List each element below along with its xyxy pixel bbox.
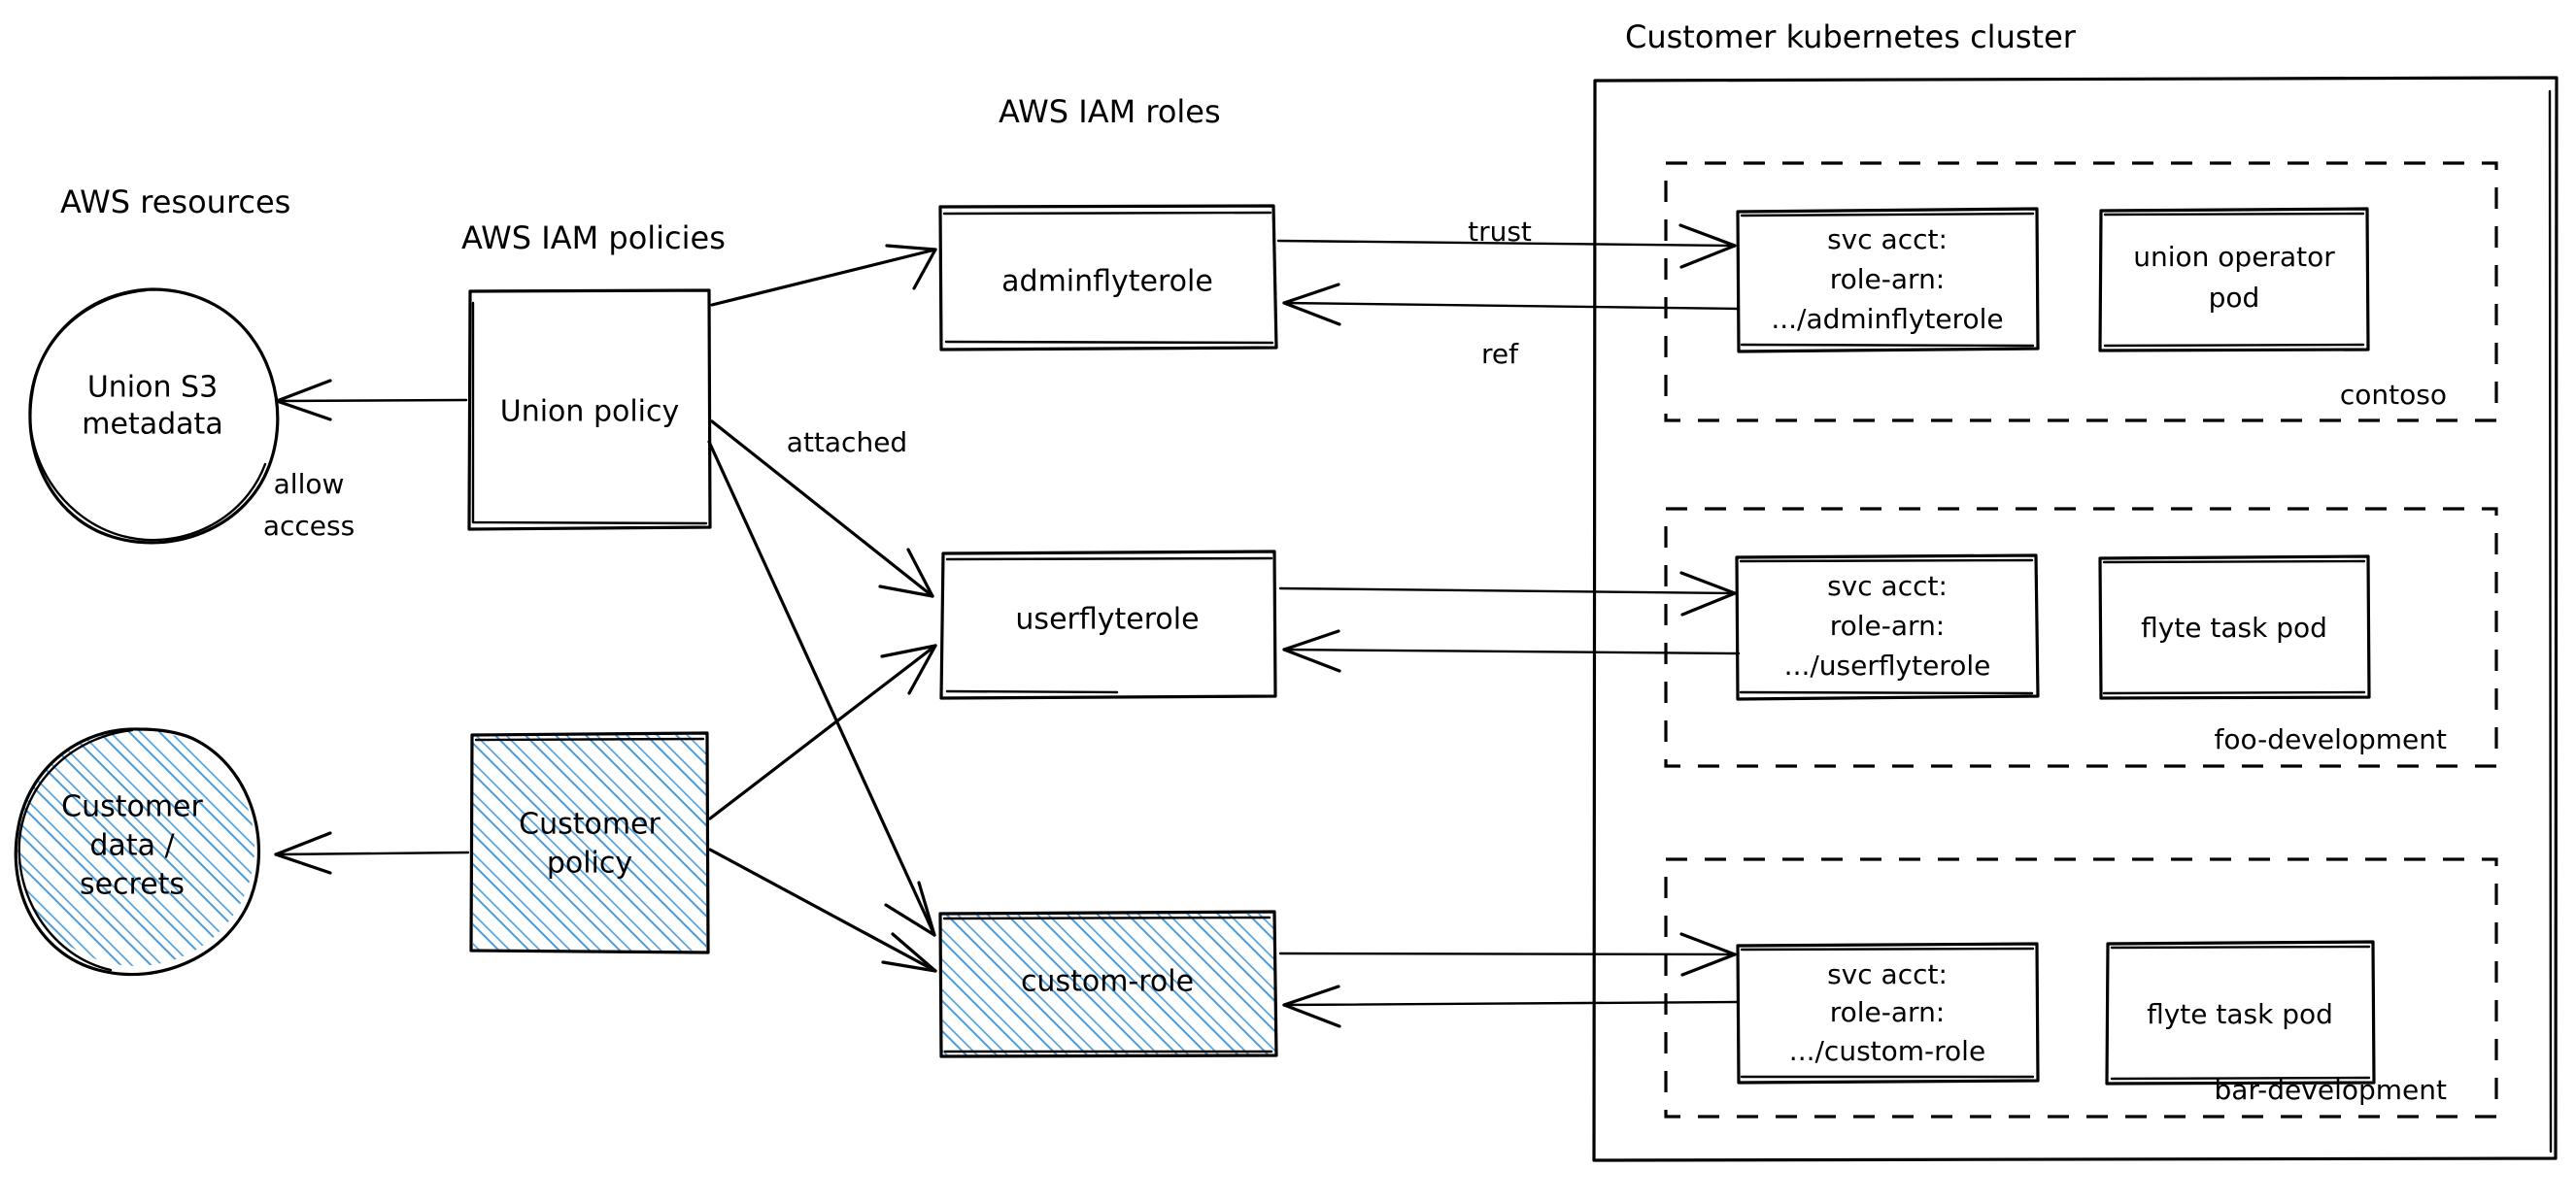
namespace-bar-development: svc acct: role-arn: .../custom-role flyt…	[1664, 857, 2498, 1119]
label-aws-resources: AWS resources	[60, 184, 290, 220]
userflyterole-label: userflyterole	[1015, 603, 1199, 637]
node-union-s3-metadata[interactable]: Union S3 metadata	[28, 287, 280, 545]
foo-svc-acct-line-1: svc acct:	[1827, 570, 1948, 602]
bar-development-svc-acct[interactable]: svc acct: role-arn: .../custom-role	[1736, 942, 2040, 1085]
edge-trust-custom-role	[1278, 932, 1737, 977]
adminflyterole-label: adminflyterole	[1001, 265, 1213, 299]
custom-role-hatch	[940, 914, 1275, 1055]
contoso-namespace-label: contoso	[2340, 379, 2447, 411]
edge-ref-userflyterole	[1282, 629, 1741, 673]
customer-data-line-2: data /	[89, 829, 175, 863]
bar-development-namespace-label: bar-development	[2215, 1074, 2447, 1106]
foo-svc-acct-line-2: role-arn:	[1830, 610, 1946, 642]
edge-trust-adminflyterole: trust	[1276, 216, 1737, 269]
bar-svc-acct-line-3: .../custom-role	[1789, 1035, 1985, 1067]
foo-svc-acct-line-3: .../userflyterole	[1784, 650, 1991, 682]
contoso-pod[interactable]: union operator pod	[2098, 207, 2370, 352]
cluster-boundary	[1592, 76, 2559, 1162]
label-attached: attached	[787, 426, 907, 458]
edge-customer-policy-to-custom-role	[708, 848, 937, 973]
edge-customer-policy-to-data	[274, 831, 470, 875]
bar-svc-acct-line-1: svc acct:	[1827, 958, 1948, 990]
bar-svc-acct-line-2: role-arn:	[1830, 996, 1946, 1028]
union-s3-line-1: Union S3	[87, 371, 218, 405]
namespace-contoso: svc acct: role-arn: .../adminflyterole u…	[1664, 161, 2498, 422]
node-customer-data-secrets[interactable]: Customer data / secrets	[14, 727, 261, 977]
customer-data-line-3: secrets	[80, 868, 185, 902]
contoso-svc-acct-line-3: .../adminflyterole	[1771, 303, 2003, 335]
label-customer-kubernetes-cluster: Customer kubernetes cluster	[1625, 18, 2077, 55]
customer-policy-line-2: policy	[547, 847, 632, 881]
node-role-custom-role[interactable]: custom-role	[938, 910, 1278, 1058]
customer-policy-line-1: Customer	[519, 808, 661, 842]
custom-role-label: custom-role	[1021, 965, 1194, 999]
foo-pod-line-1: flyte task pod	[2141, 612, 2327, 644]
bar-development-pod[interactable]: flyte task pod	[2105, 940, 2376, 1086]
bar-pod-line-1: flyte task pod	[2147, 998, 2333, 1030]
edge-union-policy-to-custom-role	[707, 440, 936, 937]
node-role-adminflyterole[interactable]: adminflyterole	[938, 204, 1278, 351]
union-policy-label: Union policy	[500, 395, 680, 429]
contoso-svc-acct-line-1: svc acct:	[1827, 223, 1948, 255]
node-union-policy[interactable]: Union policy	[467, 288, 712, 531]
edge-trust-userflyterole	[1278, 571, 1737, 617]
label-trust: trust	[1468, 216, 1532, 248]
edge-union-policy-to-userflyterole	[710, 419, 934, 598]
contoso-svc-acct[interactable]: svc acct: role-arn: .../adminflyterole	[1736, 207, 2040, 353]
label-aws-iam-policies: AWS IAM policies	[461, 219, 726, 256]
edge-ref-custom-role	[1282, 985, 1741, 1028]
allow-access-line-2: access	[263, 510, 355, 542]
customer-policy-hatch	[473, 735, 706, 951]
foo-development-svc-acct[interactable]: svc acct: role-arn: .../userflyterole	[1735, 553, 2040, 701]
edge-allow-access: allow access	[263, 379, 468, 542]
edge-ref-adminflyterole: ref	[1282, 283, 1741, 370]
contoso-svc-acct-line-2: role-arn:	[1830, 263, 1946, 295]
customer-data-line-1: Customer	[61, 790, 203, 824]
node-customer-policy[interactable]: Customer policy	[469, 731, 710, 954]
contoso-pod-line-1: union operator	[2133, 241, 2335, 273]
contoso-pod-line-2: pod	[2209, 282, 2260, 314]
foo-development-namespace-label: foo-development	[2215, 723, 2447, 755]
label-ref: ref	[1481, 338, 1519, 370]
label-aws-iam-roles: AWS IAM roles	[999, 93, 1221, 130]
edge-union-policy-to-adminflyterole	[710, 244, 937, 307]
union-s3-line-2: metadata	[82, 408, 222, 442]
namespace-foo-development: svc acct: role-arn: .../userflyterole fl…	[1664, 507, 2498, 768]
edge-customer-policy-to-userflyterole	[708, 644, 937, 820]
foo-development-pod[interactable]: flyte task pod	[2098, 554, 2371, 700]
customer-data-hatch	[17, 729, 254, 966]
node-role-userflyterole[interactable]: userflyterole	[939, 550, 1277, 700]
allow-access-line-1: allow	[274, 468, 345, 500]
